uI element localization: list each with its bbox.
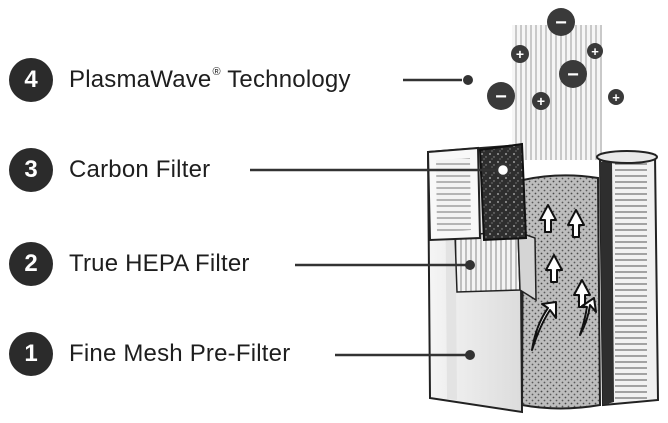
hepa-dot: [465, 260, 475, 270]
carbon-filter-section: [426, 142, 528, 242]
registered-mark: ®: [212, 66, 221, 78]
plasmawave-suffix: Technology: [220, 66, 351, 93]
leader-dots: [463, 75, 511, 360]
negative-ion-icon: −: [547, 8, 575, 36]
step-2-badge: 2: [9, 242, 53, 286]
positive-ion-icon: +: [511, 45, 529, 63]
negative-ion-icon: −: [487, 82, 515, 110]
plasmawave-dot: [463, 75, 473, 85]
inner-mesh-core: [520, 174, 602, 410]
svg-text:+: +: [537, 93, 545, 109]
positive-ion-icon: +: [608, 89, 624, 105]
label-carbon-filter: 3 Carbon Filter: [9, 146, 210, 194]
svg-text:+: +: [612, 90, 620, 105]
svg-text:−: −: [567, 64, 579, 86]
svg-text:+: +: [516, 46, 524, 62]
carbon-dot: [495, 162, 511, 178]
label-hepa-filter: 2 True HEPA Filter: [9, 240, 250, 288]
ions: − − − + + + +: [487, 8, 624, 110]
negative-ion-icon: −: [559, 60, 587, 88]
pre-filter-dot: [465, 350, 475, 360]
step-4-badge: 4: [9, 58, 53, 102]
leader-lines: [250, 78, 500, 357]
svg-text:−: −: [555, 12, 567, 34]
hepa-filter-label: True HEPA Filter: [69, 250, 250, 277]
svg-text:−: −: [495, 86, 507, 108]
positive-ion-icon: +: [532, 92, 550, 110]
pre-filter-label: Fine Mesh Pre-Filter: [69, 340, 291, 367]
hepa-filter-section: [454, 230, 537, 302]
plasmawave-label: PlasmaWave® Technology: [69, 66, 351, 94]
outer-filter-wall: [596, 150, 660, 407]
step-3-badge: 3: [9, 148, 53, 192]
airflow-arrows: [531, 204, 597, 351]
plasmawave-name: PlasmaWave: [69, 66, 212, 93]
label-plasmawave: 4 PlasmaWave® Technology: [9, 56, 351, 104]
positive-ion-icon: +: [587, 43, 603, 59]
carbon-filter-label: Carbon Filter: [69, 156, 211, 183]
airflow-lines: [512, 25, 602, 160]
step-1-badge: 1: [9, 332, 53, 376]
svg-text:+: +: [591, 44, 599, 59]
label-pre-filter: 1 Fine Mesh Pre-Filter: [9, 330, 290, 378]
